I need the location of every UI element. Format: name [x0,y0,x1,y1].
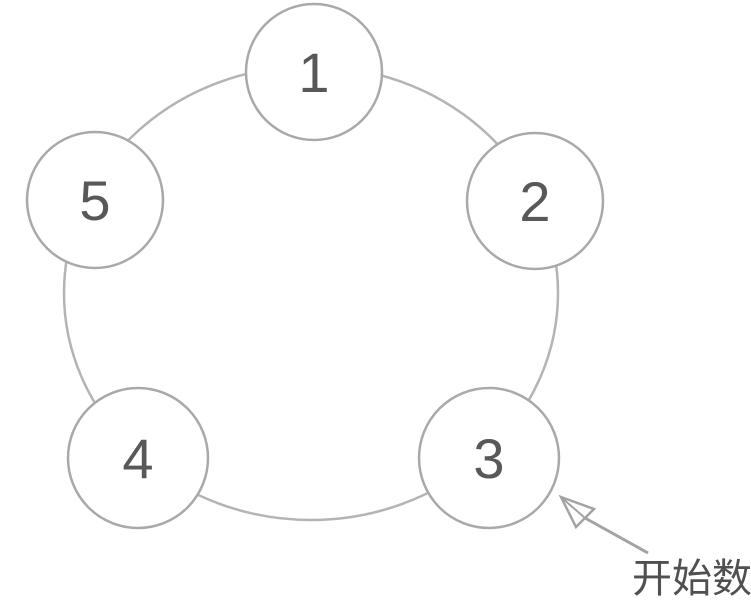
node-circle-3 [417,386,561,530]
node-circle-1 [244,2,384,142]
node-1: 1 [244,2,384,142]
node-label-2: 2 [519,170,550,233]
node-label-5: 5 [79,169,110,232]
node-4: 4 [66,386,210,530]
node-circle-2 [465,131,605,271]
node-label-1: 1 [298,41,329,104]
annotation-arrow [558,494,649,555]
node-2: 2 [465,131,605,271]
annotation-label: 开始数 [632,557,751,601]
node-3: 3 [417,386,561,530]
node-5: 5 [25,130,165,270]
node-label-3: 3 [473,427,504,490]
node-circle-5 [25,130,165,270]
arrow-head-crease-line [561,497,586,519]
node-label-4: 4 [122,427,153,490]
node-circle-4 [66,386,210,530]
arrow-shaft-line [584,516,649,555]
